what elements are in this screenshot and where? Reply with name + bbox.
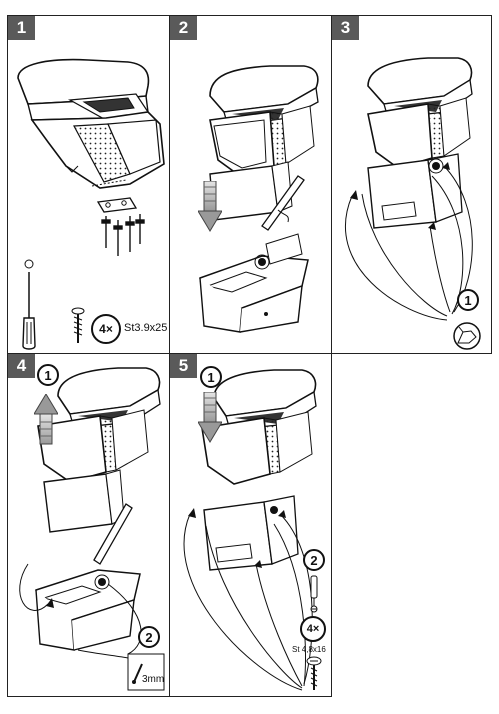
quantity-callout: 4× (91, 314, 121, 344)
dimension-label: 3mm (142, 674, 165, 685)
screw-icon (310, 575, 318, 613)
armrest-lift-illustration (199, 65, 319, 333)
step-number-badge: 3 (332, 16, 359, 40)
step-callout: 1 (457, 289, 479, 311)
step-number-badge: 2 (170, 16, 197, 40)
step-number-badge: 5 (170, 354, 197, 378)
step-number-badge: 4 (8, 354, 35, 378)
arrow-up-icon (34, 394, 58, 445)
armrest-screw-illustration (183, 369, 317, 691)
screw-spec-label: St 4,8x16 (292, 645, 326, 654)
step-panel-2: 2 (169, 15, 332, 354)
armrest-drill-illustration (19, 367, 161, 659)
step-callout-b: 2 (138, 626, 160, 648)
arrow-down-icon (198, 392, 222, 443)
step-panel-5: 5 1 2 4× St 4,8x16 (169, 353, 332, 697)
arrow-down-icon (198, 181, 222, 232)
snap-hand-icon (453, 322, 481, 350)
drill-icon (127, 653, 165, 691)
washer-icon (306, 656, 322, 690)
screw-icon (71, 307, 85, 343)
step-callout-a: 1 (200, 366, 222, 388)
step-callout-b: 2 (303, 549, 325, 571)
quantity-callout: 4× (300, 616, 326, 642)
step-number-badge: 1 (8, 16, 35, 40)
screwdriver-icon (22, 259, 36, 350)
step-panel-3: 3 1 (331, 15, 492, 354)
step-panel-4: 4 1 2 3mm (7, 353, 170, 697)
armrest-snap-illustration (345, 57, 473, 321)
armrest-full-illustration (17, 58, 165, 256)
screw-spec-label: St3.9x25 (124, 322, 168, 334)
step-panel-1: 1 (7, 15, 170, 354)
step-callout-a: 1 (37, 364, 59, 386)
